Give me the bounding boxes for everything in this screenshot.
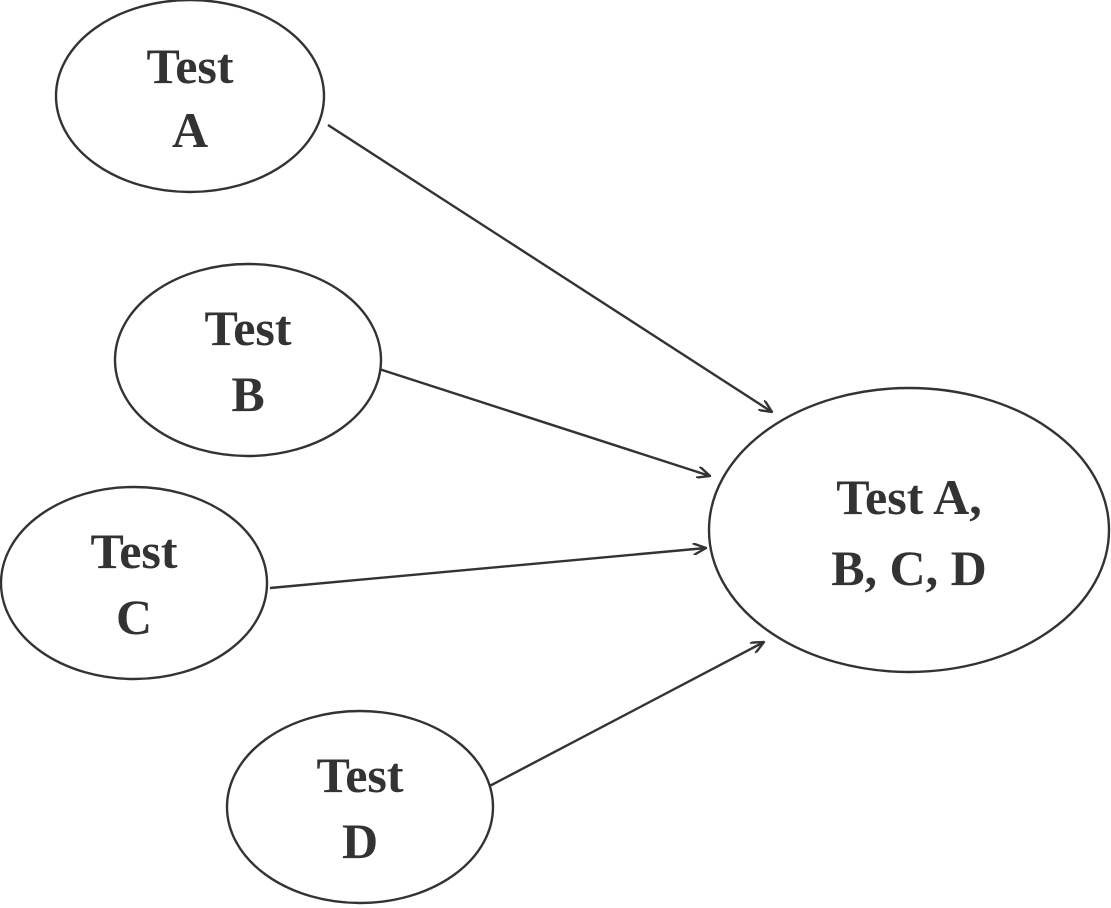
node-test-a-label-line2: A xyxy=(172,102,208,158)
node-test-d-label-line1: Test xyxy=(316,747,403,803)
node-test-a-label-line1: Test xyxy=(146,38,233,94)
edge-d-to-combined xyxy=(481,642,764,792)
node-test-combined-ellipse xyxy=(707,386,1111,674)
edge-a-to-combined xyxy=(327,123,772,412)
node-test-c-label-line2: C xyxy=(116,589,152,645)
node-test-c-label-line1: Test xyxy=(90,523,177,579)
node-test-combined-label-line2: B, C, D xyxy=(831,540,987,596)
node-test-a-ellipse xyxy=(54,0,326,194)
edge-b-to-combined xyxy=(375,366,710,476)
node-test-combined-label-line1: Test A, xyxy=(836,469,981,525)
node-test-b-label-line1: Test xyxy=(204,300,291,356)
node-test-d: Test D xyxy=(225,709,495,905)
node-test-a: Test A xyxy=(54,0,326,194)
node-test-d-label-line2: D xyxy=(342,813,378,869)
node-test-d-ellipse xyxy=(225,709,495,905)
edge-c-to-combined xyxy=(269,548,706,590)
node-test-b: Test B xyxy=(113,262,383,458)
node-test-c: Test C xyxy=(0,485,269,681)
node-test-c-ellipse xyxy=(0,485,269,681)
node-test-combined: Test A, B, C, D xyxy=(707,386,1111,674)
node-test-b-ellipse xyxy=(113,262,383,458)
node-test-b-label-line2: B xyxy=(231,366,264,422)
